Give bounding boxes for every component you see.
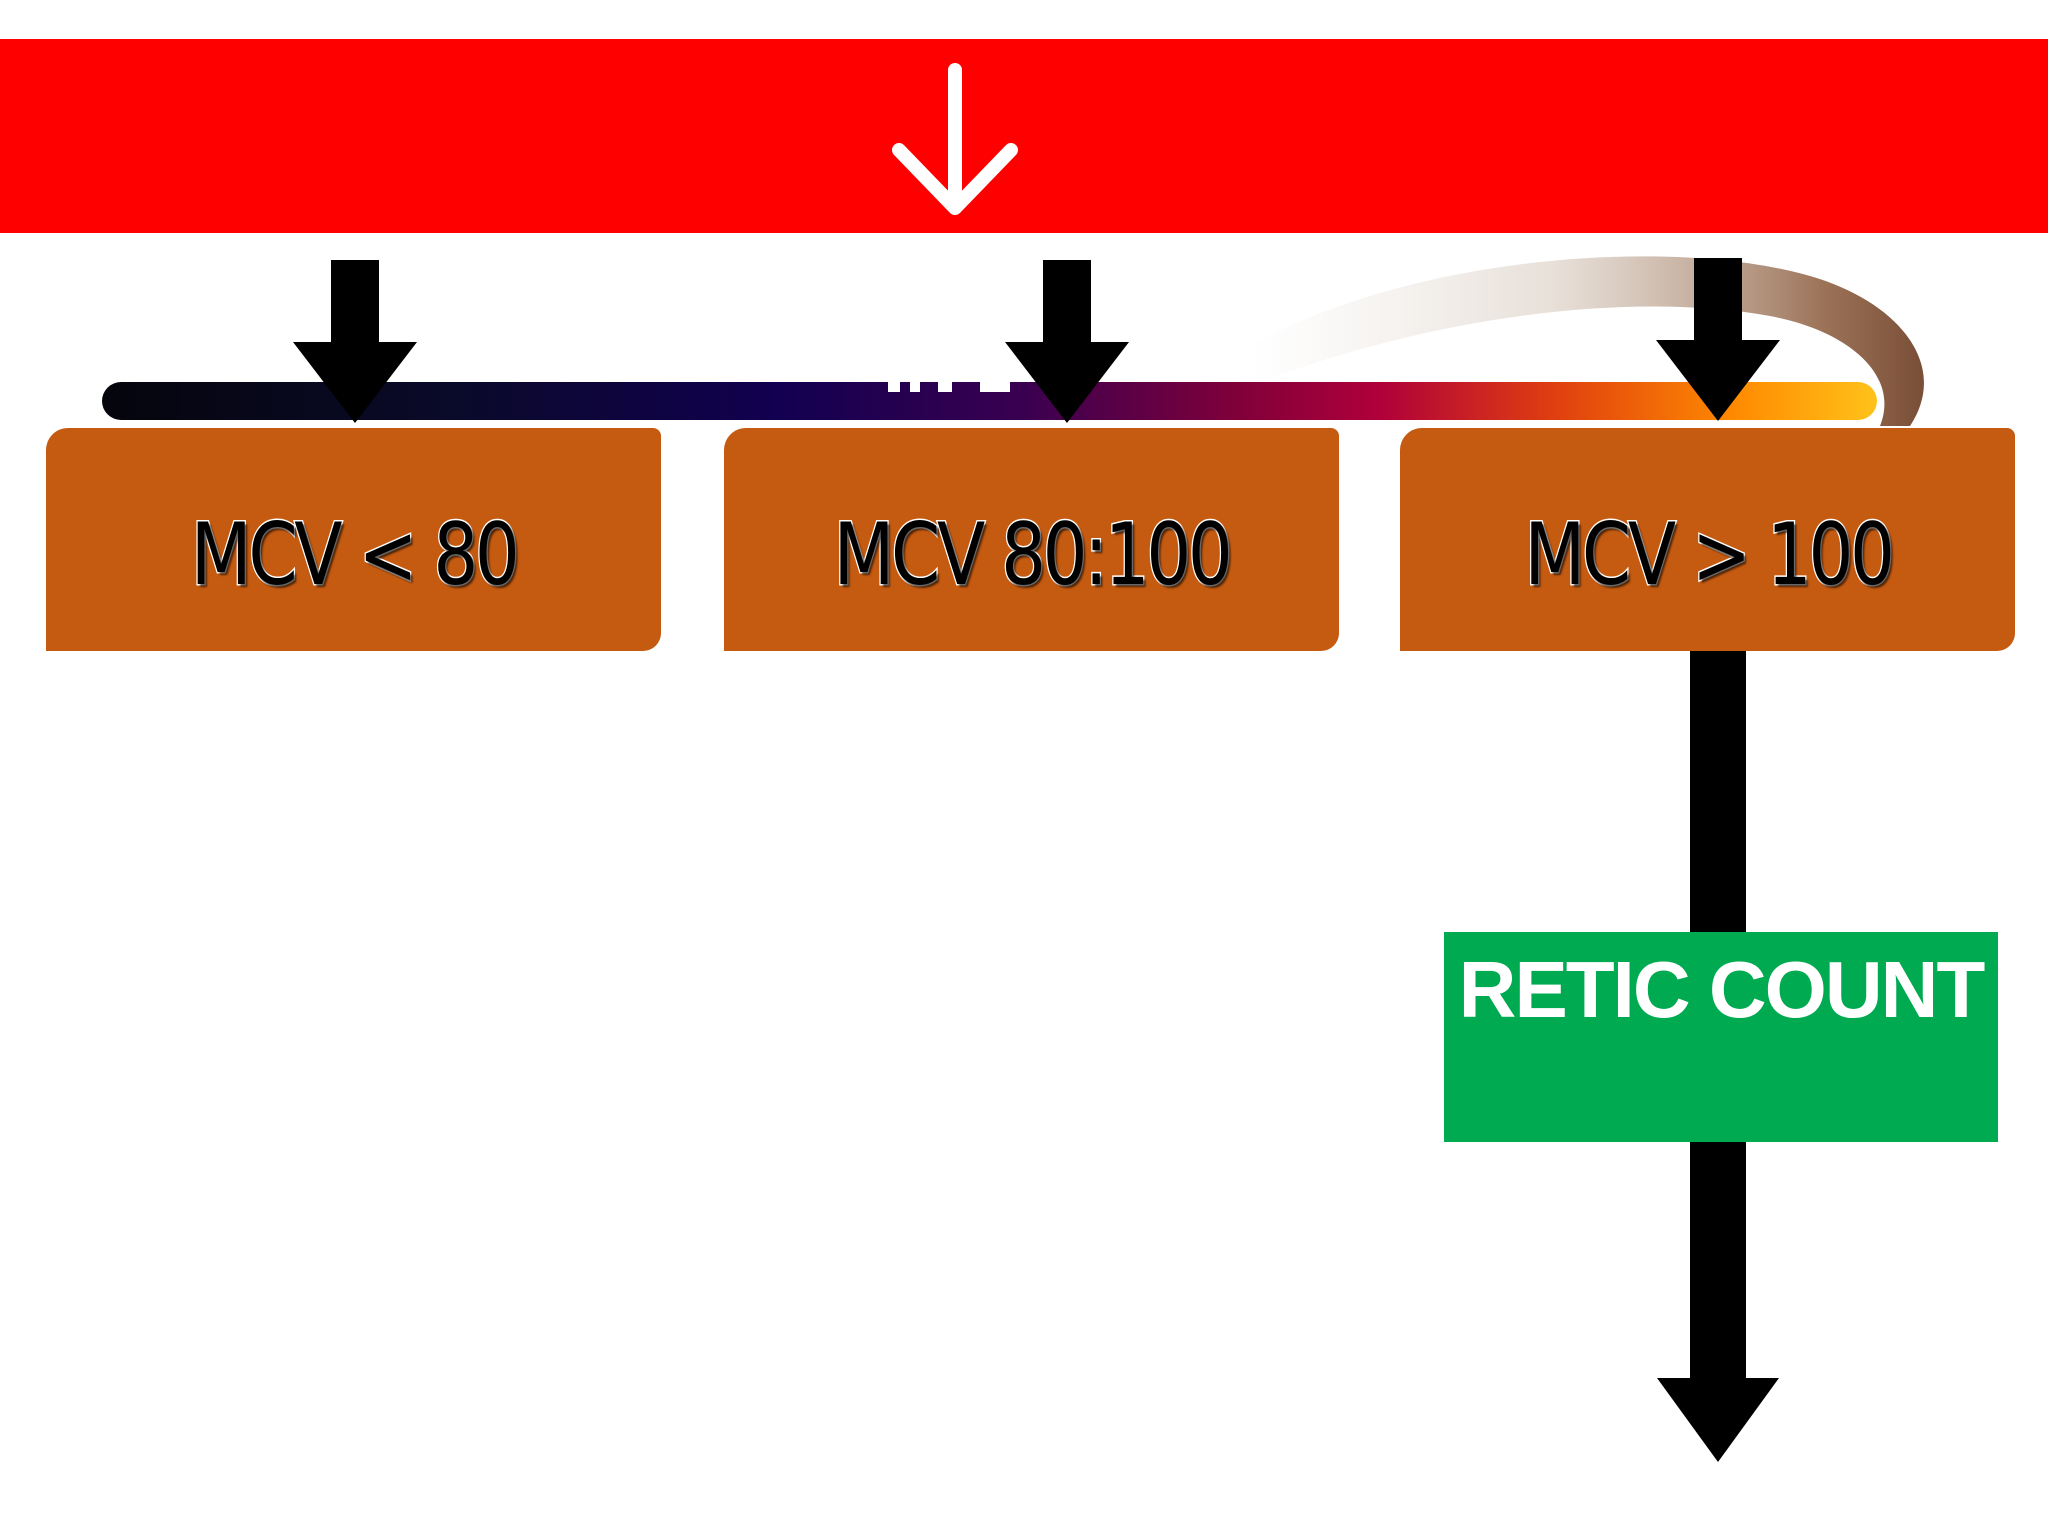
mcv-normal-label: MCV 80:100 — [832, 503, 1234, 606]
mcv-high-label: MCV > 100 — [1523, 503, 1896, 606]
arrow-down-icon — [1657, 1378, 1779, 1462]
retic-count-box: RETIC COUNT — [1444, 932, 1998, 1142]
connector-line — [1690, 651, 1746, 934]
connector-line — [1690, 1140, 1746, 1382]
mcv-high-box: MCV > 100 — [1400, 428, 2015, 651]
mcv-low-box: MCV < 80 — [46, 428, 661, 651]
swoosh-decoration — [1250, 256, 1924, 426]
down-arrow-icon — [892, 63, 1018, 215]
retic-count-label: RETIC COUNT — [1458, 945, 1986, 1034]
header-banner — [0, 39, 2048, 233]
arrow-down-icon — [1005, 260, 1129, 423]
arrow-down-icon — [1656, 258, 1780, 421]
mcv-normal-box: MCV 80:100 — [724, 428, 1339, 651]
arrow-down-icon — [293, 260, 417, 423]
bar-text-fragment — [888, 378, 1010, 392]
mcv-low-label: MCV < 80 — [189, 503, 520, 606]
